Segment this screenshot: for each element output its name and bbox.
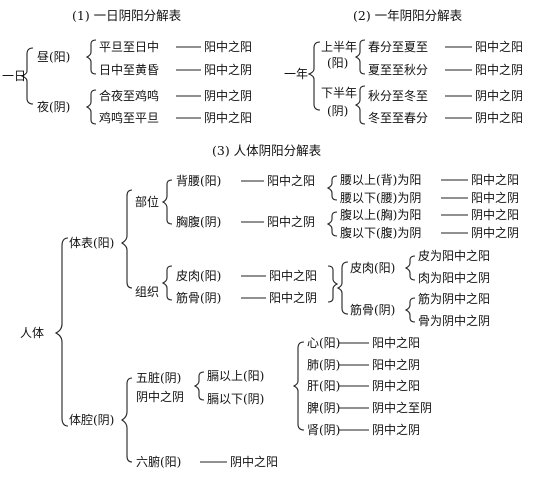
body-xiongfu-result: 阳中之阴: [267, 215, 316, 229]
year-root: 一年: [284, 67, 309, 81]
brace-position: [161, 179, 173, 225]
day-ye: 夜(阴): [37, 100, 71, 114]
brace-tissue: [161, 265, 173, 301]
body-beiyao-result: 阳中之阳: [267, 174, 316, 188]
organ-kidney: 肾(阴): [307, 423, 341, 437]
day-result-1: 阳中之阳: [204, 40, 253, 54]
body-tissue: 组织: [135, 285, 160, 299]
brace-tissue-sub: [336, 261, 349, 315]
body-fu-up: 腹以上(胸)为阳: [340, 208, 422, 222]
body-jin: 筋为阴中之阳: [418, 292, 491, 306]
brace-beiyao: [326, 175, 338, 201]
organ-lung-result: 阳中之阴: [372, 358, 421, 372]
year-result-2: 阳中之阴: [475, 63, 524, 77]
day-result-3: 阴中之阴: [204, 89, 253, 103]
body-pirou: 皮肉(阳): [176, 269, 222, 283]
brace-xiongfu: [326, 211, 338, 237]
body-ge-down: 膈以下(阴): [207, 392, 265, 406]
brace-cavity: [120, 377, 133, 463]
body-root: 人体: [20, 326, 45, 340]
body-jingu2: 筋骨(阴): [350, 303, 396, 317]
body-table-title: (3) 人体阴阳分解表: [212, 143, 322, 158]
year-result-4: 阴中之阳: [475, 111, 524, 125]
body-liufu-result: 阴中之阳: [230, 455, 279, 469]
day-time-1: 平旦至日中: [99, 40, 160, 54]
body-position: 部位: [135, 195, 160, 209]
day-time-3: 合夜至鸡鸣: [99, 89, 160, 103]
year-second-half-yy: (阴): [327, 104, 349, 118]
body-yao-down-result: 阳中之阴: [471, 191, 520, 205]
organ-heart-result: 阳中之阳: [372, 336, 421, 350]
brace-day-root: [20, 47, 34, 105]
brace-jingu2: [404, 297, 416, 323]
brace-year-second: [354, 85, 366, 125]
year-time-3: 秋分至冬至: [368, 89, 429, 103]
organ-lung: 肺(阴): [307, 358, 341, 372]
day-result-2: 阳中之阴: [204, 63, 253, 77]
organ-spleen: 脾(阴): [307, 401, 341, 415]
brace-body-root: [54, 237, 69, 427]
body-beiyao: 背腰(阳): [176, 174, 222, 188]
body-xiongfu: 胸腹(阴): [176, 215, 222, 229]
body-pirou2: 皮肉(阳): [350, 261, 396, 275]
day-time-2: 日中至黄昏: [99, 63, 160, 77]
body-jingu: 筋骨(阴): [176, 291, 222, 305]
body-surface: 体表(阳): [69, 236, 115, 250]
brace-year-root: [307, 41, 321, 111]
brace-day-zhou: [85, 39, 97, 75]
day-time-4: 鸡鸣至平旦: [99, 111, 160, 125]
body-pi: 皮为阳中之阳: [418, 249, 491, 263]
brace-surface: [120, 189, 133, 289]
day-zhou: 昼(阳): [37, 50, 71, 64]
organ-liver: 肝(阳): [307, 379, 341, 393]
body-cavity: 体腔(阴): [69, 413, 115, 427]
year-time-2: 夏至至秋分: [368, 63, 429, 77]
year-second-half: 下半年: [321, 86, 358, 100]
brace-organs: [292, 341, 305, 431]
year-result-1: 阳中之阳: [475, 40, 524, 54]
year-time-1: 春分至夏至: [368, 40, 429, 54]
body-ge-up: 膈以上(阳): [207, 369, 265, 383]
brace-day-ye: [85, 89, 97, 125]
body-gu: 骨为阴中之阴: [418, 314, 491, 328]
year-time-4: 冬至至春分: [368, 111, 429, 125]
year-first-half-yy: (阳): [327, 56, 349, 70]
body-fu-up-result: 阴中之阳: [471, 208, 520, 222]
body-jingu-result: 阳中之阴: [269, 291, 318, 305]
brace-pirou2: [404, 255, 416, 281]
body-yao-down: 腰以下(腰)为阴: [340, 191, 422, 205]
year-result-3: 阴中之阴: [475, 89, 524, 103]
body-liufu: 六腑(阳): [136, 455, 182, 469]
year-table-title: (2) 一年阴阳分解表: [353, 8, 463, 23]
day-table-title: (1) 一日阴阳分解表: [72, 8, 182, 23]
body-fu-down-result: 阴中之阴: [471, 226, 520, 240]
body-yao-up-result: 阳中之阳: [471, 173, 520, 187]
body-wuzang-sub: 阴中之阴: [136, 390, 185, 404]
organ-kidney-result: 阴中之阴: [372, 423, 421, 437]
brace-year-first: [354, 39, 366, 75]
body-rou: 肉为阳中之阴: [418, 271, 491, 285]
organ-heart: 心(阳): [307, 336, 341, 350]
brace-wuzang: [193, 371, 205, 401]
year-first-half: 上半年: [321, 40, 358, 54]
body-wuzang: 五脏(阴): [136, 371, 182, 385]
brace-tissue-close: [327, 265, 339, 303]
body-yao-up: 腰以上(背)为阳: [340, 173, 422, 187]
organ-liver-result: 阴中之阳: [372, 379, 421, 393]
organ-spleen-result: 阴中之至阴: [372, 401, 433, 415]
body-pirou-result: 阳中之阳: [269, 269, 318, 283]
body-fu-down: 腹以下(腹)为阴: [340, 226, 422, 240]
day-root: 一日: [2, 69, 27, 83]
day-result-4: 阴中之阳: [204, 111, 253, 125]
